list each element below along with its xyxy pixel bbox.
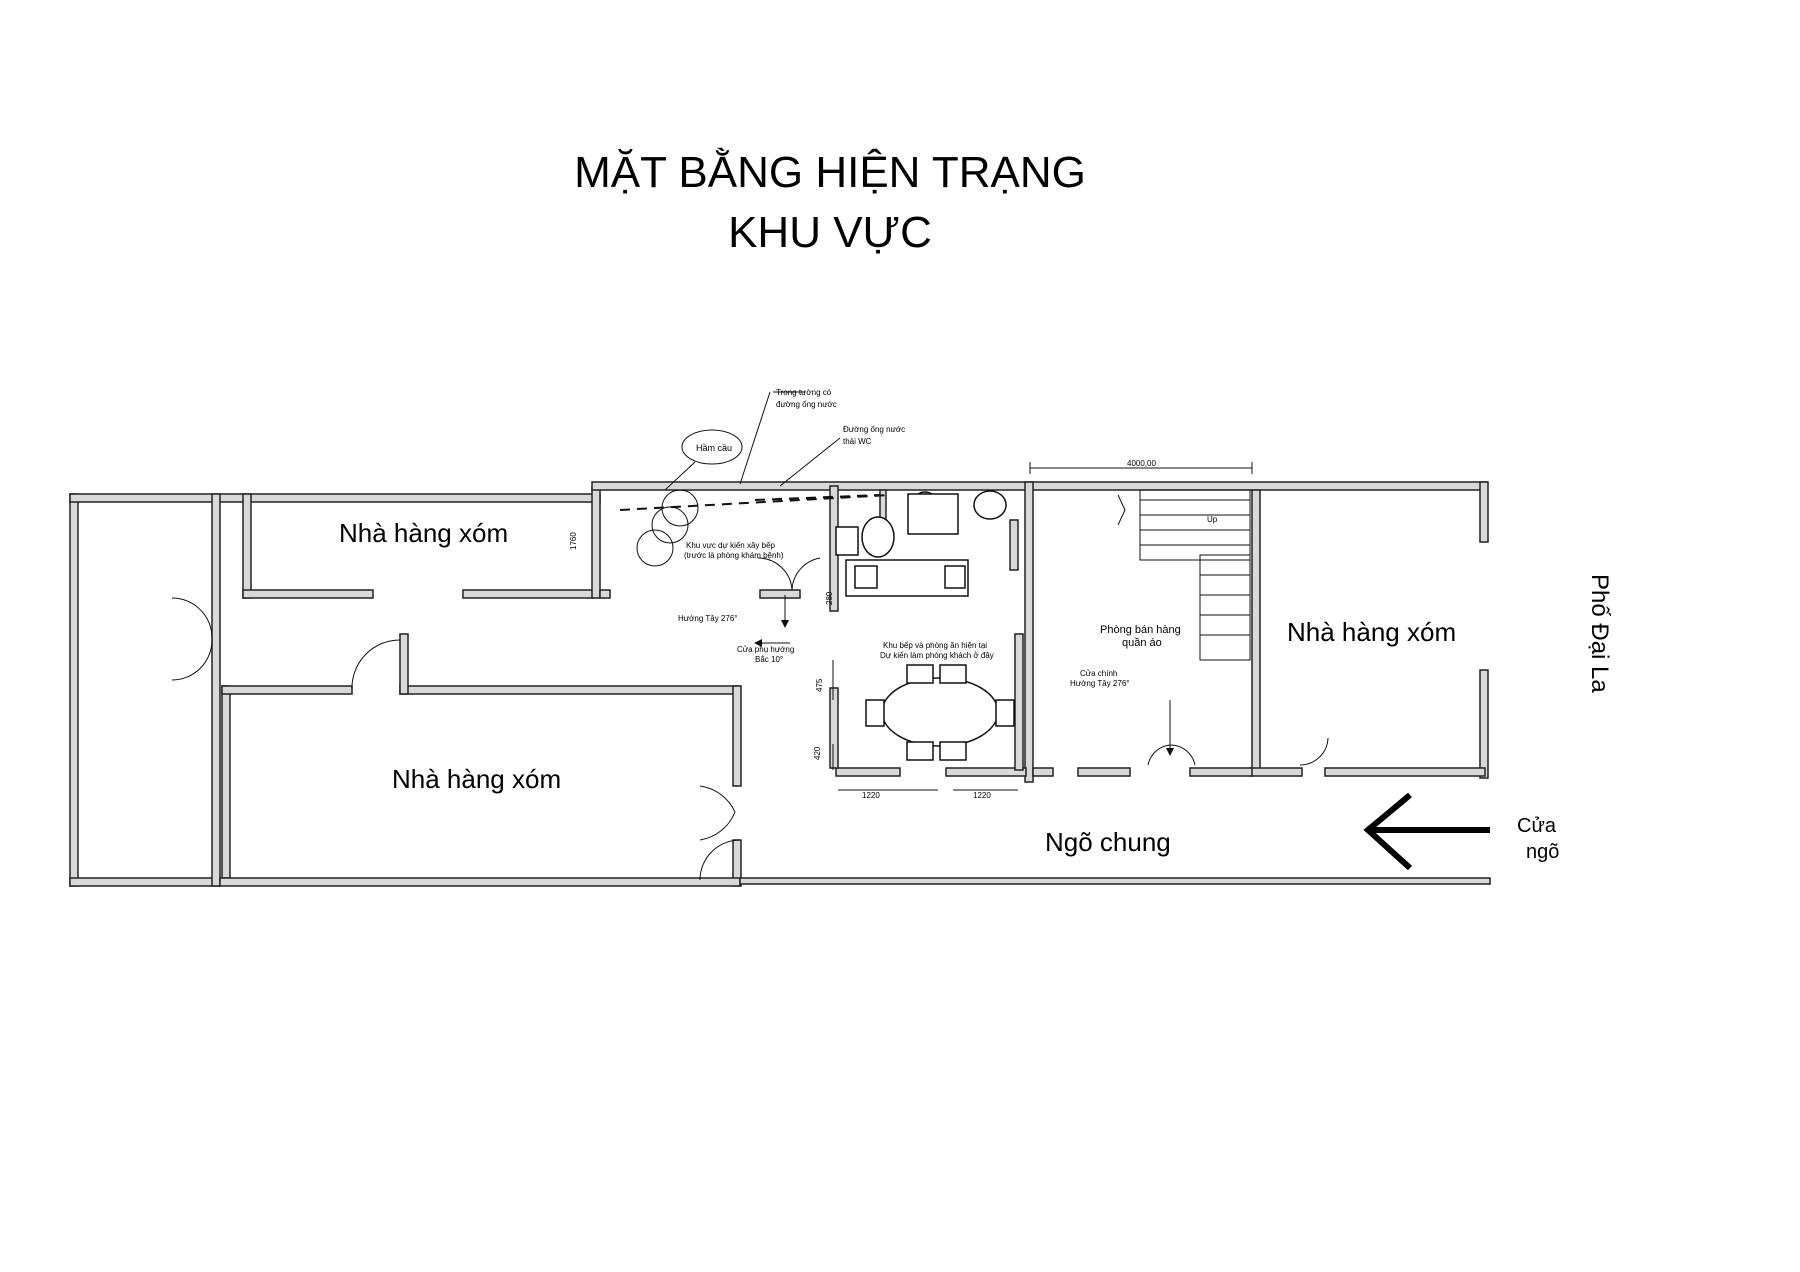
wc-pipe-label-1: Đường ống nước — [843, 425, 905, 434]
shop-room-label-2: quần áo — [1122, 637, 1162, 649]
shared-alley-label: Ngõ chung — [1045, 827, 1171, 857]
neighbor-right-label: Nhà hàng xóm — [1287, 617, 1456, 647]
shop-room-label-1: Phòng bán hàng — [1100, 624, 1181, 636]
dim-1220-b: 1220 — [973, 791, 991, 800]
dim-1760: 1760 — [569, 532, 578, 550]
alley-gate-label-1: Cửa — [1517, 815, 1557, 837]
walls — [69, 481, 1491, 887]
alley-gate-label-2: ngõ — [1526, 841, 1559, 863]
street-label: Phố Đại La — [1586, 574, 1613, 693]
stair-up-label: Up — [1207, 515, 1218, 524]
dim-1220-a: 1220 — [862, 791, 880, 800]
west-direction-label: Hướng Tây 276° — [678, 614, 737, 623]
main-door-label-2: Hướng Tây 276° — [1070, 679, 1129, 688]
labels: Nhà hàng xóm Nhà hàng xóm Nhà hàng xóm N… — [339, 388, 1613, 863]
kitchen-now-label-2: Dự kiến làm phòng khách ở đây — [880, 651, 994, 660]
dim-420: 420 — [813, 746, 822, 760]
dim-475: 475 — [815, 678, 824, 692]
neighbor-bottom-label: Nhà hàng xóm — [392, 764, 561, 794]
kitchen-now-label-1: Khu bếp và phòng ăn hiện tại — [883, 641, 987, 650]
septic-label: Hầm cầu — [696, 443, 732, 453]
fixtures — [835, 490, 1015, 761]
wc-pipe-label-2: thải WC — [843, 437, 872, 446]
dim-4000: 4000,00 — [1127, 459, 1156, 468]
pipe-in-wall-label-2: đường ống nước — [776, 400, 837, 409]
kitchen-planned-label-1: Khu vực dự kiến xây bếp — [686, 541, 776, 550]
dim-280: 280 — [825, 591, 834, 605]
stairs — [1117, 489, 1251, 661]
alley-arrow-icon — [1363, 792, 1490, 871]
neighbor-top-label: Nhà hàng xóm — [339, 518, 508, 548]
main-door-label-1: Cửa chính — [1080, 669, 1117, 678]
pipe-in-wall-label-1: Trong tường có — [776, 388, 832, 397]
side-door-label-2: Bắc 10° — [755, 655, 783, 664]
side-door-label-1: Cửa phụ hướng — [737, 645, 794, 654]
annotations — [619, 391, 1253, 791]
title-line-2: KHU VỰC — [728, 208, 932, 257]
kitchen-planned-label-2: (trước là phòng khám bệnh) — [684, 551, 784, 560]
doors — [171, 557, 1329, 881]
title-line-1: MẶT BẰNG HIỆN TRẠNG — [574, 148, 1086, 197]
